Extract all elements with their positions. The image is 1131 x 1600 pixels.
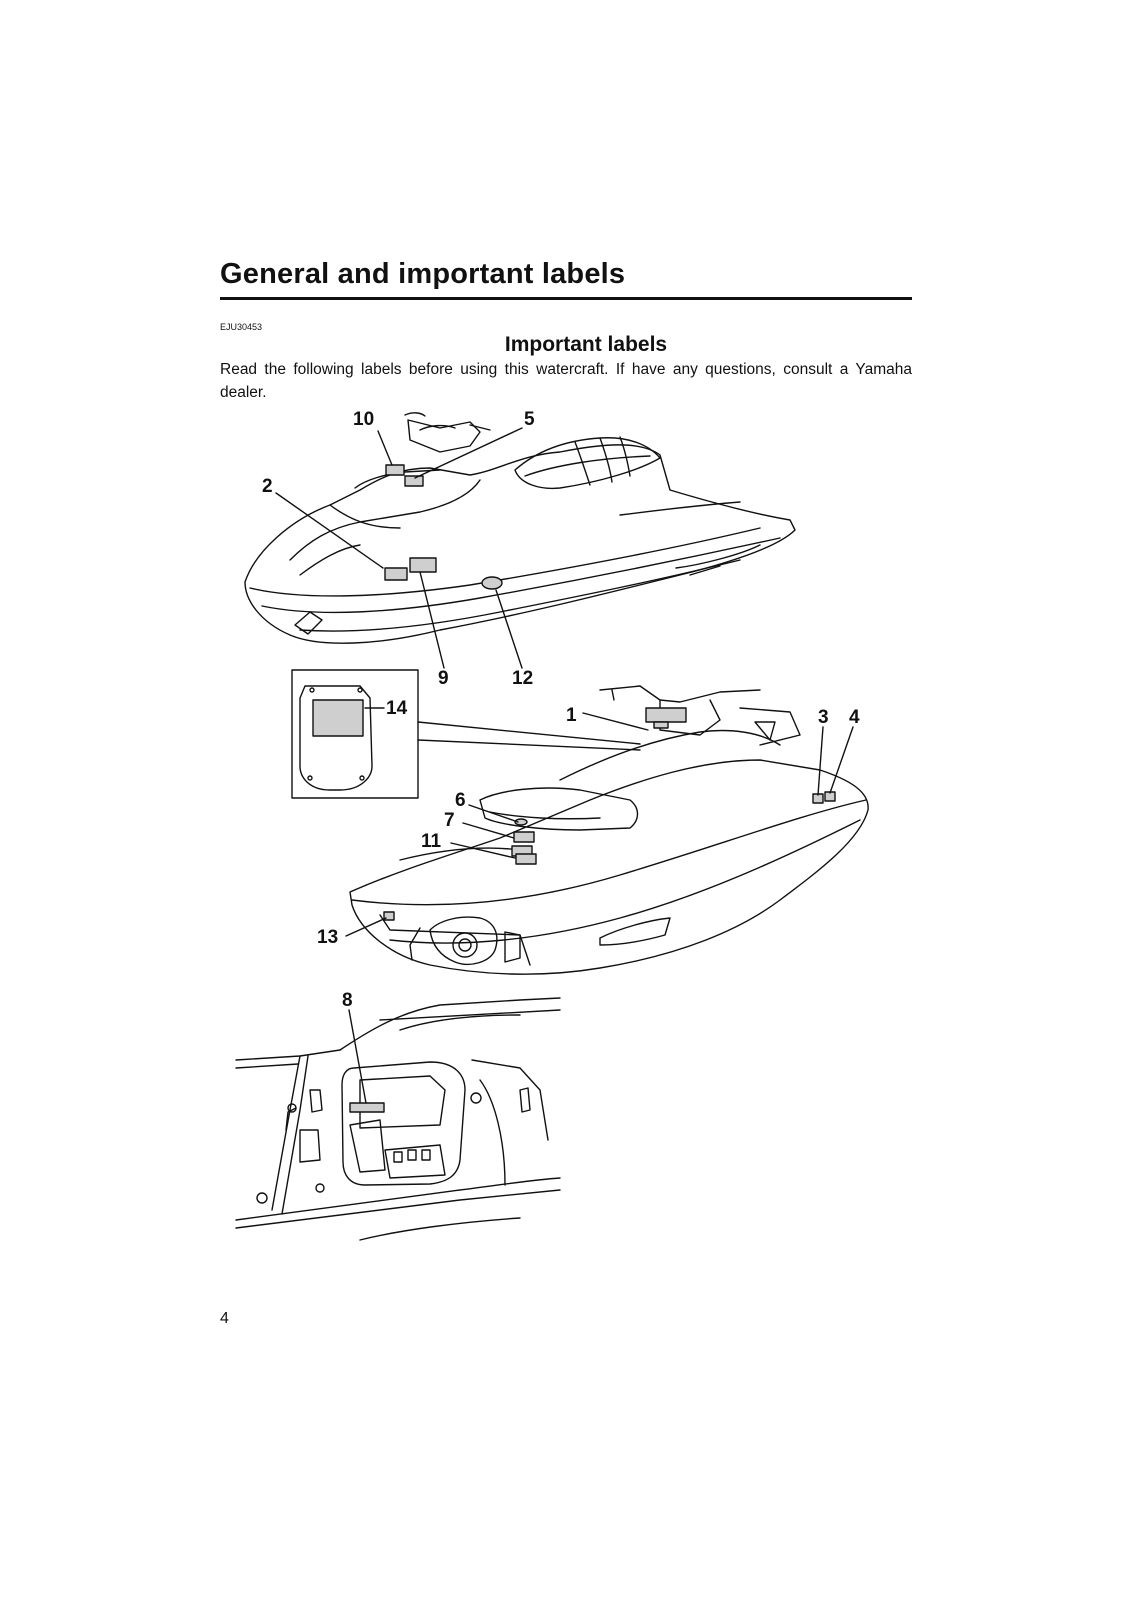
- callout-1: 1: [566, 705, 577, 726]
- section-title: General and important labels: [220, 258, 626, 290]
- callout-10: 10: [353, 409, 374, 430]
- callout-5: 5: [524, 409, 535, 430]
- title-rule: [220, 297, 912, 300]
- callout-11: 11: [421, 831, 442, 852]
- callout-9: 9: [438, 668, 449, 689]
- document-code: EJU30453: [220, 322, 263, 332]
- callout-12: 12: [512, 668, 533, 689]
- inset-detail: [291, 669, 641, 799]
- callout-4: 4: [849, 707, 860, 728]
- callout-7: 7: [444, 810, 455, 831]
- callout-8: 8: [342, 990, 353, 1011]
- watercraft-front-view: [244, 412, 796, 669]
- watercraft-rear-view: [345, 685, 869, 975]
- callout-6: 6: [455, 790, 466, 811]
- subheading: Important labels: [504, 333, 668, 356]
- page-number: 4: [220, 1310, 229, 1327]
- callout-3: 3: [818, 707, 829, 728]
- callout-14: 14: [386, 698, 408, 719]
- storage-compartment-view: [235, 997, 561, 1241]
- intro-paragraph: Read the following labels before using t…: [220, 361, 912, 401]
- callout-13: 13: [317, 927, 338, 948]
- callout-2: 2: [262, 476, 273, 497]
